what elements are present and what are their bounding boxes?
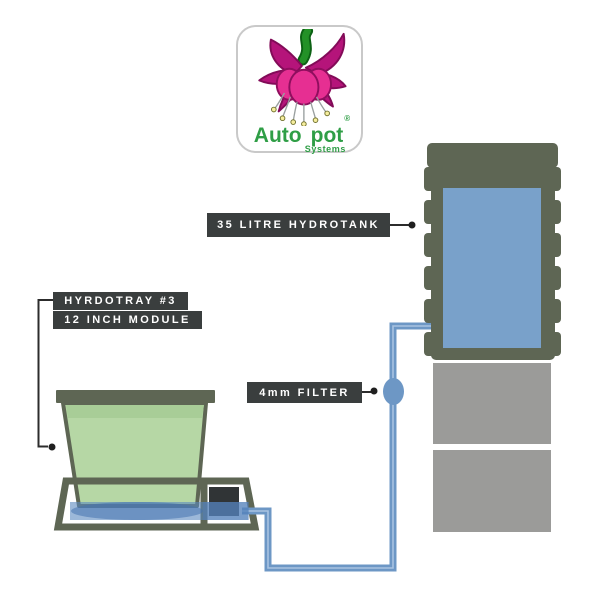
filter-graphic xyxy=(383,378,404,405)
brand-part-auto: Auto xyxy=(253,124,302,147)
pot-graphic xyxy=(56,390,215,508)
fuchsia-flower-icon xyxy=(258,29,347,126)
stand-blocks-graphic xyxy=(433,363,551,532)
brand-part-pot: pot® xyxy=(310,114,351,147)
tank-lid-graphic xyxy=(427,143,558,168)
tray-water-graphic xyxy=(70,502,249,520)
brand-wordmark: Auto pot® xyxy=(248,114,355,147)
filter-label: 4mm FILTER xyxy=(247,382,362,403)
hydrotank-graphic xyxy=(424,143,561,360)
pot-rim-graphic xyxy=(56,390,215,403)
brand-subtitle: Systems xyxy=(304,144,346,154)
hydrotray-label-line1: HYRDOTRAY #3 xyxy=(53,292,188,310)
callout-connectors xyxy=(37,224,410,448)
registered-trademark: ® xyxy=(344,114,351,123)
tank-water-graphic xyxy=(443,188,541,348)
tube-graphic xyxy=(242,322,433,572)
hydrotank-label: 35 LITRE HYDROTANK xyxy=(207,213,390,237)
callout-dots xyxy=(48,221,416,451)
hydrotray-label-line2: 12 INCH MODULE xyxy=(53,311,202,329)
autopot-logo-badge: Auto pot® Systems xyxy=(236,25,363,154)
